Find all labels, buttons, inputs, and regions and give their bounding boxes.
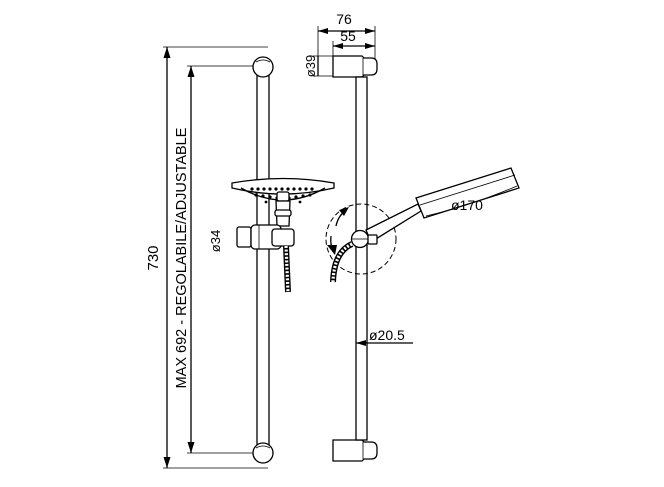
bracket-diameter-label: ø39 [303,55,318,77]
top-end-cap [252,56,274,78]
rotation-arrows [327,207,349,255]
bar-diameter-label: ø20.5 [369,327,405,343]
bracket-projection-dimensions: 76 55 [317,11,376,66]
head-diameter-label: ø170 [451,197,483,213]
slider-diameter-label: ø34 [208,230,223,252]
bracket-diameter-dimension: ø39 [303,55,336,77]
bracket-projection-label: 76 [336,11,352,27]
front-view: 730 MAX 692 - REGOLABILE/ADJUSTABLE [145,46,335,469]
bottom-wall-bracket [332,439,378,462]
adjustable-span-dimension: MAX 692 - REGOLABILE/ADJUSTABLE [174,65,262,454]
hand-shower-side: ø170 [330,167,520,283]
slide-bar-side [355,76,368,441]
overall-height-label: 730 [145,245,162,270]
slider-holder: ø34 [208,224,295,252]
adjustable-span-label: MAX 692 - REGOLABILE/ADJUSTABLE [174,127,190,388]
shower-head-front [231,177,335,227]
slide-bar [256,69,270,447]
hose-front [283,245,291,293]
bracket-offset-label: 55 [340,28,356,44]
rotation-range-circle [325,203,397,275]
side-view: 76 55 ø39 ø20.5 [303,11,520,462]
overall-height-dimension: 730 [145,46,268,469]
bar-diameter-dimension: ø20.5 [356,327,413,346]
bottom-end-cap [252,442,274,464]
top-wall-bracket [332,55,378,78]
